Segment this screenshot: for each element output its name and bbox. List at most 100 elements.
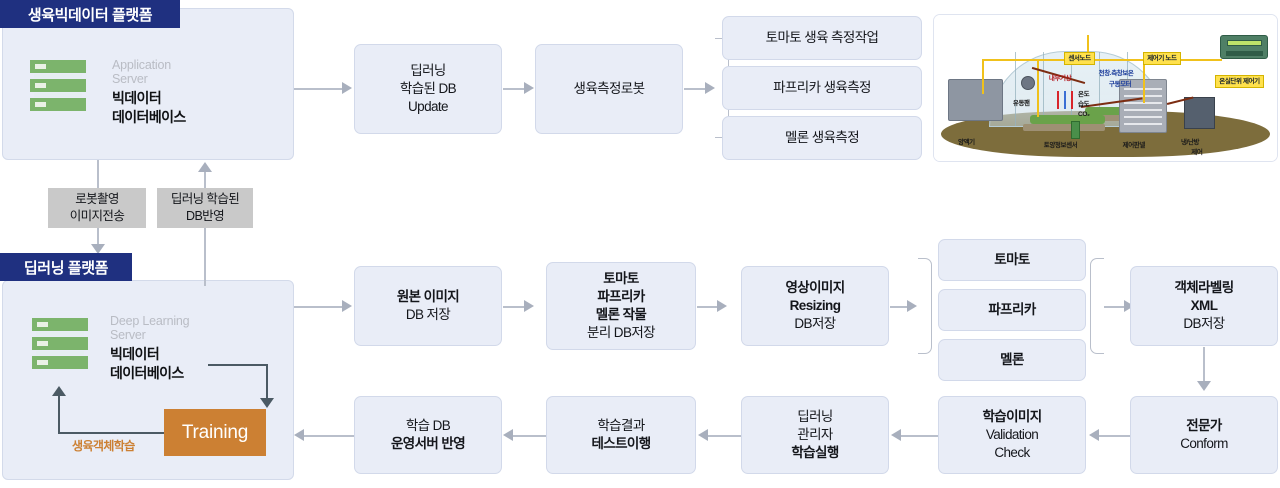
- node-deep-db-update-line3: Update: [408, 99, 449, 114]
- arrow-testresult-to-opsdb: [503, 429, 513, 441]
- node-deep-manager-train-run[interactable]: 딥러닝 관리자 학습실행: [741, 396, 889, 474]
- bracket-crops-fanout: [918, 258, 932, 354]
- connector-manager-to-testresult: [707, 435, 743, 437]
- application-server-sub-line1: Application: [112, 58, 171, 72]
- greenhouse-label-internal-weather: 내부기상: [1048, 74, 1072, 82]
- application-server-main-line2: 데이터베이스: [112, 109, 186, 125]
- node-melon-growth-measure[interactable]: 멜론 생육측정: [722, 116, 922, 160]
- connector-trained-db-up-upper: [204, 172, 206, 188]
- greenhouse-circulation-fan: [1021, 76, 1036, 91]
- arrow-crops-to-labeling: [1124, 300, 1134, 312]
- node-image-resizing-db-line3: DB저장: [794, 316, 836, 331]
- node-deep-manager-train-run-line2: 관리자: [797, 427, 833, 442]
- application-server-icon: [30, 60, 86, 120]
- node-object-labeling-xml[interactable]: 객체라벨링 XML DB저장: [1130, 266, 1278, 346]
- arrow-robot-capture-down: [91, 244, 105, 254]
- tag-robot-capture-line1: 로봇촬영: [75, 192, 119, 206]
- greenhouse-tag-controller-node: 제어기 노드: [1143, 51, 1181, 65]
- node-crop-split-db-line2: 파프리카: [597, 289, 645, 304]
- node-deep-db-update[interactable]: 딥러닝 학습된 DB Update: [354, 44, 502, 134]
- greenhouse-temp-bar: [1057, 90, 1060, 109]
- greenhouse-illustration: 복합환경제어기 센서노드 제어기 노드 온실단위 제어기: [933, 14, 1278, 162]
- node-training-image-validation-line3: Check: [994, 445, 1030, 460]
- greenhouse-label-temperature: 온도: [1078, 90, 1090, 98]
- arrow-training-to-db: [52, 386, 66, 396]
- connector-growth-down-v: [97, 160, 99, 188]
- greenhouse-crop-row-2: [1084, 107, 1154, 115]
- node-growth-robot[interactable]: 생육측정로봇: [535, 44, 683, 134]
- greenhouse-label-circulation-fan: 유동팬: [1012, 99, 1030, 107]
- node-expert-conform-line1: 전문가: [1186, 418, 1222, 433]
- connector-trained-db-up-lower: [204, 228, 206, 286]
- node-growth-robot-line1: 생육측정로봇: [573, 81, 646, 96]
- node-tomato-growth-task-label: 토마토 생육 측정작업: [765, 30, 879, 45]
- application-server-text: Application Server 빅데이터 데이터베이스: [112, 58, 272, 127]
- node-crop-split-db[interactable]: 토마토 파프리카 멜론 작물 분리 DB저장: [546, 262, 696, 350]
- connector-testresult-to-opsdb: [512, 435, 548, 437]
- node-tomato-growth-task[interactable]: 토마토 생육 측정작업: [722, 16, 922, 60]
- node-train-result-test-line1: 학습결과: [597, 418, 645, 433]
- greenhouse-label-humidity: 습도: [1078, 101, 1090, 109]
- arrow-validation-to-manager: [891, 429, 901, 441]
- node-training-image-validation[interactable]: 학습이미지 Validation Check: [938, 396, 1086, 474]
- deep-learning-server-text: Deep Learning Server 빅데이터 데이터베이스: [110, 314, 280, 383]
- node-crop-melon[interactable]: 멜론: [938, 339, 1086, 381]
- greenhouse-label-cooling-line2: 제어: [1191, 149, 1203, 157]
- deep-learning-server-sub-line1: Deep Learning: [110, 314, 190, 328]
- node-train-result-test-line2: 테스트이행: [591, 436, 651, 451]
- node-original-image-db[interactable]: 원본 이미지 DB 저장: [354, 266, 502, 346]
- node-crop-split-db-line4: 분리 DB저장: [587, 325, 656, 340]
- growth-platform-tab: 생육빅데이터 플랫폼: [0, 0, 180, 28]
- connector-dlpanel-to-original: [294, 306, 342, 308]
- greenhouse-label-cooling-line1: 냉/난방: [1180, 139, 1200, 147]
- connector-labeling-to-expert: [1203, 347, 1205, 383]
- greenhouse-wire-ctrl-right: [1146, 58, 1223, 61]
- greenhouse-label-soil-sensor: 토양정보센서: [1043, 142, 1078, 150]
- node-image-resizing-db[interactable]: 영상이미지 Resizing DB저장: [741, 266, 889, 346]
- tag-trained-db-reflect-line2: DB반영: [186, 209, 225, 223]
- connector-training-to-db-v: [58, 395, 60, 433]
- connector-db-to-training-v: [266, 364, 268, 398]
- arrow-growth-to-dbupdate: [342, 82, 352, 94]
- arrow-resize-to-crops: [907, 300, 917, 312]
- greenhouse-crop-row-1: [1030, 115, 1106, 124]
- node-object-labeling-xml-line3: DB저장: [1183, 316, 1225, 331]
- training-caption: 생육객체학습: [72, 439, 135, 453]
- node-paprika-growth-measure-label: 파프리카 생육측정: [773, 80, 871, 95]
- node-crop-split-db-line1: 토마토: [603, 271, 639, 286]
- greenhouse-wire-sensor-up: [1086, 35, 1089, 59]
- greenhouse-soil-bed-1: [1023, 124, 1106, 131]
- deeplearning-platform-tab: 딥러닝 플랫폼: [0, 253, 132, 281]
- node-expert-conform[interactable]: 전문가 Conform: [1130, 396, 1278, 474]
- training-label: Training: [181, 421, 249, 443]
- training-box[interactable]: Training: [164, 409, 266, 456]
- arrow-dlpanel-to-original: [342, 300, 352, 312]
- arrow-split-to-resize: [717, 300, 727, 312]
- node-original-image-db-line1: 원본 이미지: [396, 289, 460, 304]
- node-crop-paprika-label: 파프리카: [988, 302, 1036, 317]
- greenhouse-co2-bar: [1071, 90, 1074, 109]
- greenhouse-soil-bed-2: [1071, 115, 1157, 121]
- node-crop-tomato[interactable]: 토마토: [938, 239, 1086, 281]
- connector-validation-to-manager: [900, 435, 940, 437]
- connector-opsdb-to-dlpanel: [303, 435, 355, 437]
- node-original-image-db-line2: DB 저장: [405, 307, 451, 322]
- node-train-db-to-ops-line2: 운영서버 반영: [390, 436, 466, 451]
- node-train-result-test[interactable]: 학습결과 테스트이행: [546, 396, 696, 474]
- node-crop-paprika[interactable]: 파프리카: [938, 289, 1086, 331]
- node-expert-conform-line2: Conform: [1180, 436, 1228, 451]
- node-paprika-growth-measure[interactable]: 파프리카 생육측정: [722, 66, 922, 110]
- greenhouse-soil-sensor: [1071, 121, 1081, 139]
- connector-db-to-training-h: [208, 364, 268, 366]
- arrow-robot-to-branch: [705, 82, 715, 94]
- greenhouse-humidity-bar: [1064, 90, 1067, 109]
- tag-trained-db-reflect-line1: 딥러닝 학습된: [170, 192, 240, 206]
- greenhouse-device-screen-text: 복합환경제어기: [1233, 61, 1260, 67]
- greenhouse-label-ceiling-insulation: 천창.측창보온: [1098, 70, 1134, 78]
- node-image-resizing-db-line2: Resizing: [789, 298, 841, 313]
- node-train-db-to-ops[interactable]: 학습 DB 운영서버 반영: [354, 396, 502, 474]
- application-server-main-line1: 빅데이터: [112, 90, 162, 106]
- greenhouse-tag-sensor-node: 센서노드: [1064, 51, 1095, 65]
- node-deep-db-update-line1: 딥러닝: [410, 63, 446, 78]
